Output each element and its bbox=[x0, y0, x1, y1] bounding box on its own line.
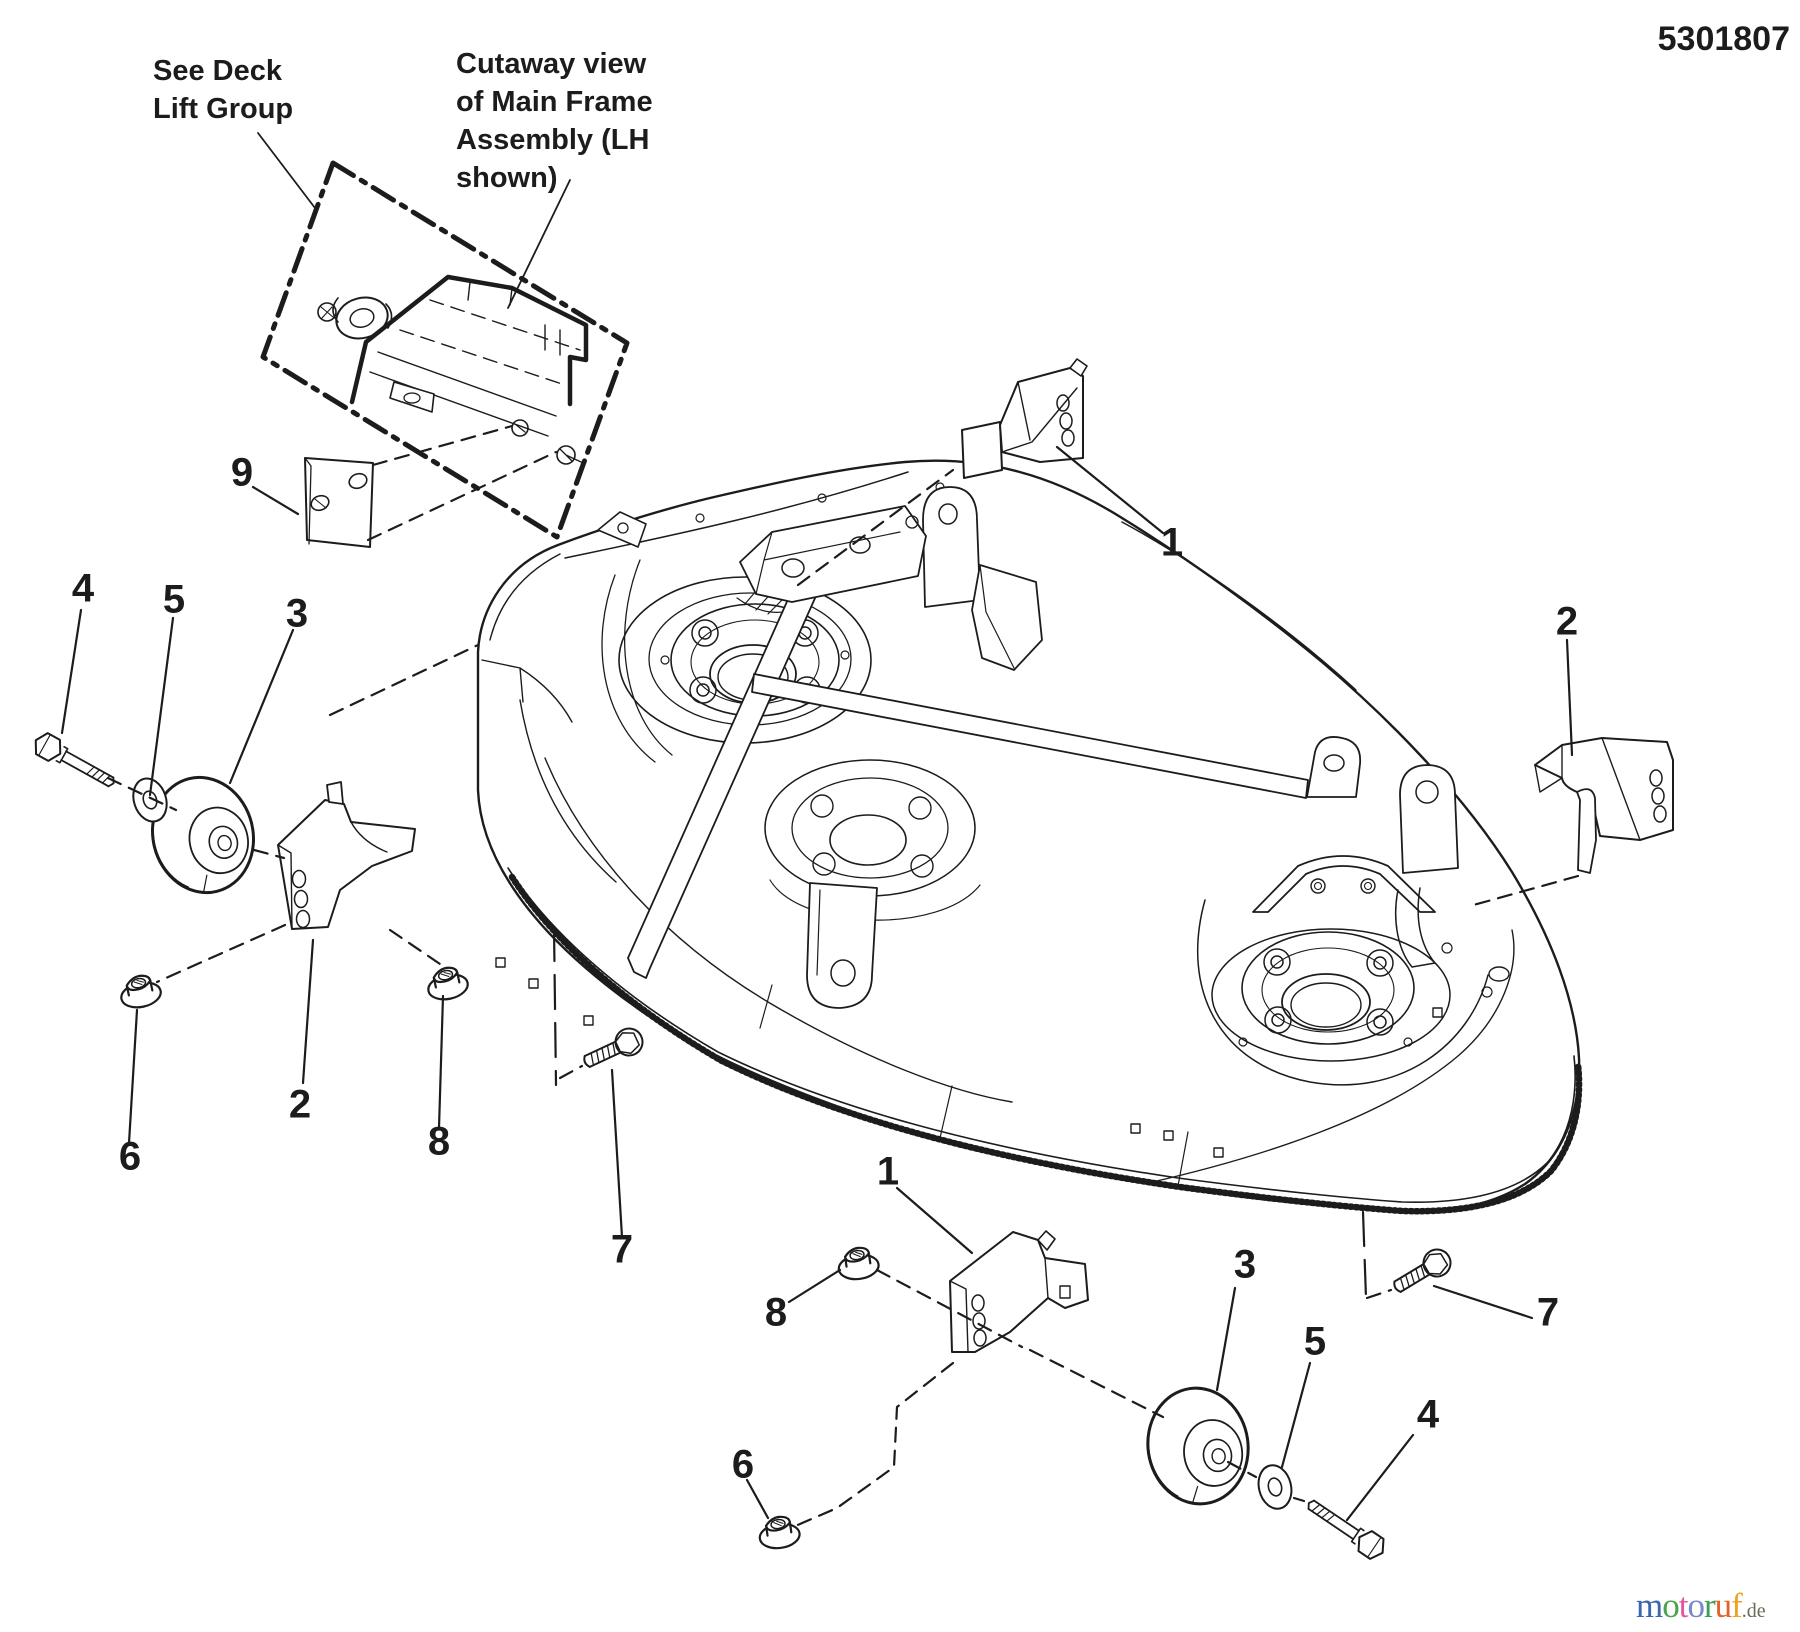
bracket-part1-top bbox=[961, 358, 1088, 479]
bolt-part4-bottom bbox=[1301, 1492, 1391, 1564]
bracket-part2-right bbox=[1534, 737, 1674, 874]
gauge-wheel-bottom bbox=[1138, 1380, 1258, 1512]
hanger-ear-right-small bbox=[1306, 736, 1362, 798]
motoruf-logo[interactable]: motoruf.de bbox=[1636, 1586, 1800, 1626]
lift-bar-long bbox=[751, 673, 1309, 799]
hanger-ear-right-tall bbox=[1399, 764, 1459, 874]
logo-letter: m bbox=[1636, 1586, 1663, 1625]
bracket-part9 bbox=[304, 457, 374, 548]
center-spindle bbox=[764, 759, 981, 921]
top-l-bracket bbox=[971, 564, 1043, 671]
bracket-part1-bottom bbox=[949, 1230, 1089, 1353]
logo-letter: o bbox=[1662, 1586, 1679, 1625]
washer-bottom bbox=[1253, 1460, 1297, 1514]
logo-letter: u bbox=[1714, 1586, 1732, 1625]
flange-nut-8-left bbox=[423, 963, 472, 1004]
logo-letter: o bbox=[1687, 1586, 1704, 1625]
hanger-ear-top bbox=[922, 486, 981, 608]
mower-deck-illustration bbox=[476, 459, 1583, 1215]
cutaway-box bbox=[260, 160, 630, 540]
bolt-part4-left bbox=[28, 728, 121, 795]
flange-nut-6-left bbox=[116, 971, 165, 1012]
callout-leader-lines bbox=[60, 132, 1574, 1522]
spindle-arch-bracket bbox=[1252, 855, 1436, 913]
flange-nut-8-bottom bbox=[835, 1244, 882, 1283]
right-spindle bbox=[1197, 899, 1510, 1086]
top-channel-bracket bbox=[739, 505, 927, 603]
main-frame-cutaway bbox=[317, 274, 589, 465]
bracket-part2-left bbox=[277, 781, 416, 930]
hanger-ear-front bbox=[806, 882, 878, 1009]
logo-letter: t bbox=[1678, 1586, 1689, 1625]
assembly-dashed-lines bbox=[106, 424, 1580, 1529]
logo-suffix: .de bbox=[1741, 1600, 1766, 1622]
bolt-part7-left bbox=[578, 1023, 648, 1076]
hanger-strap-pair bbox=[1394, 887, 1436, 968]
logo-letter: r bbox=[1703, 1586, 1716, 1625]
logo-letter: f bbox=[1731, 1586, 1743, 1625]
bolt-part7-right bbox=[1387, 1243, 1457, 1301]
flange-nut-6-bottom bbox=[756, 1513, 803, 1552]
